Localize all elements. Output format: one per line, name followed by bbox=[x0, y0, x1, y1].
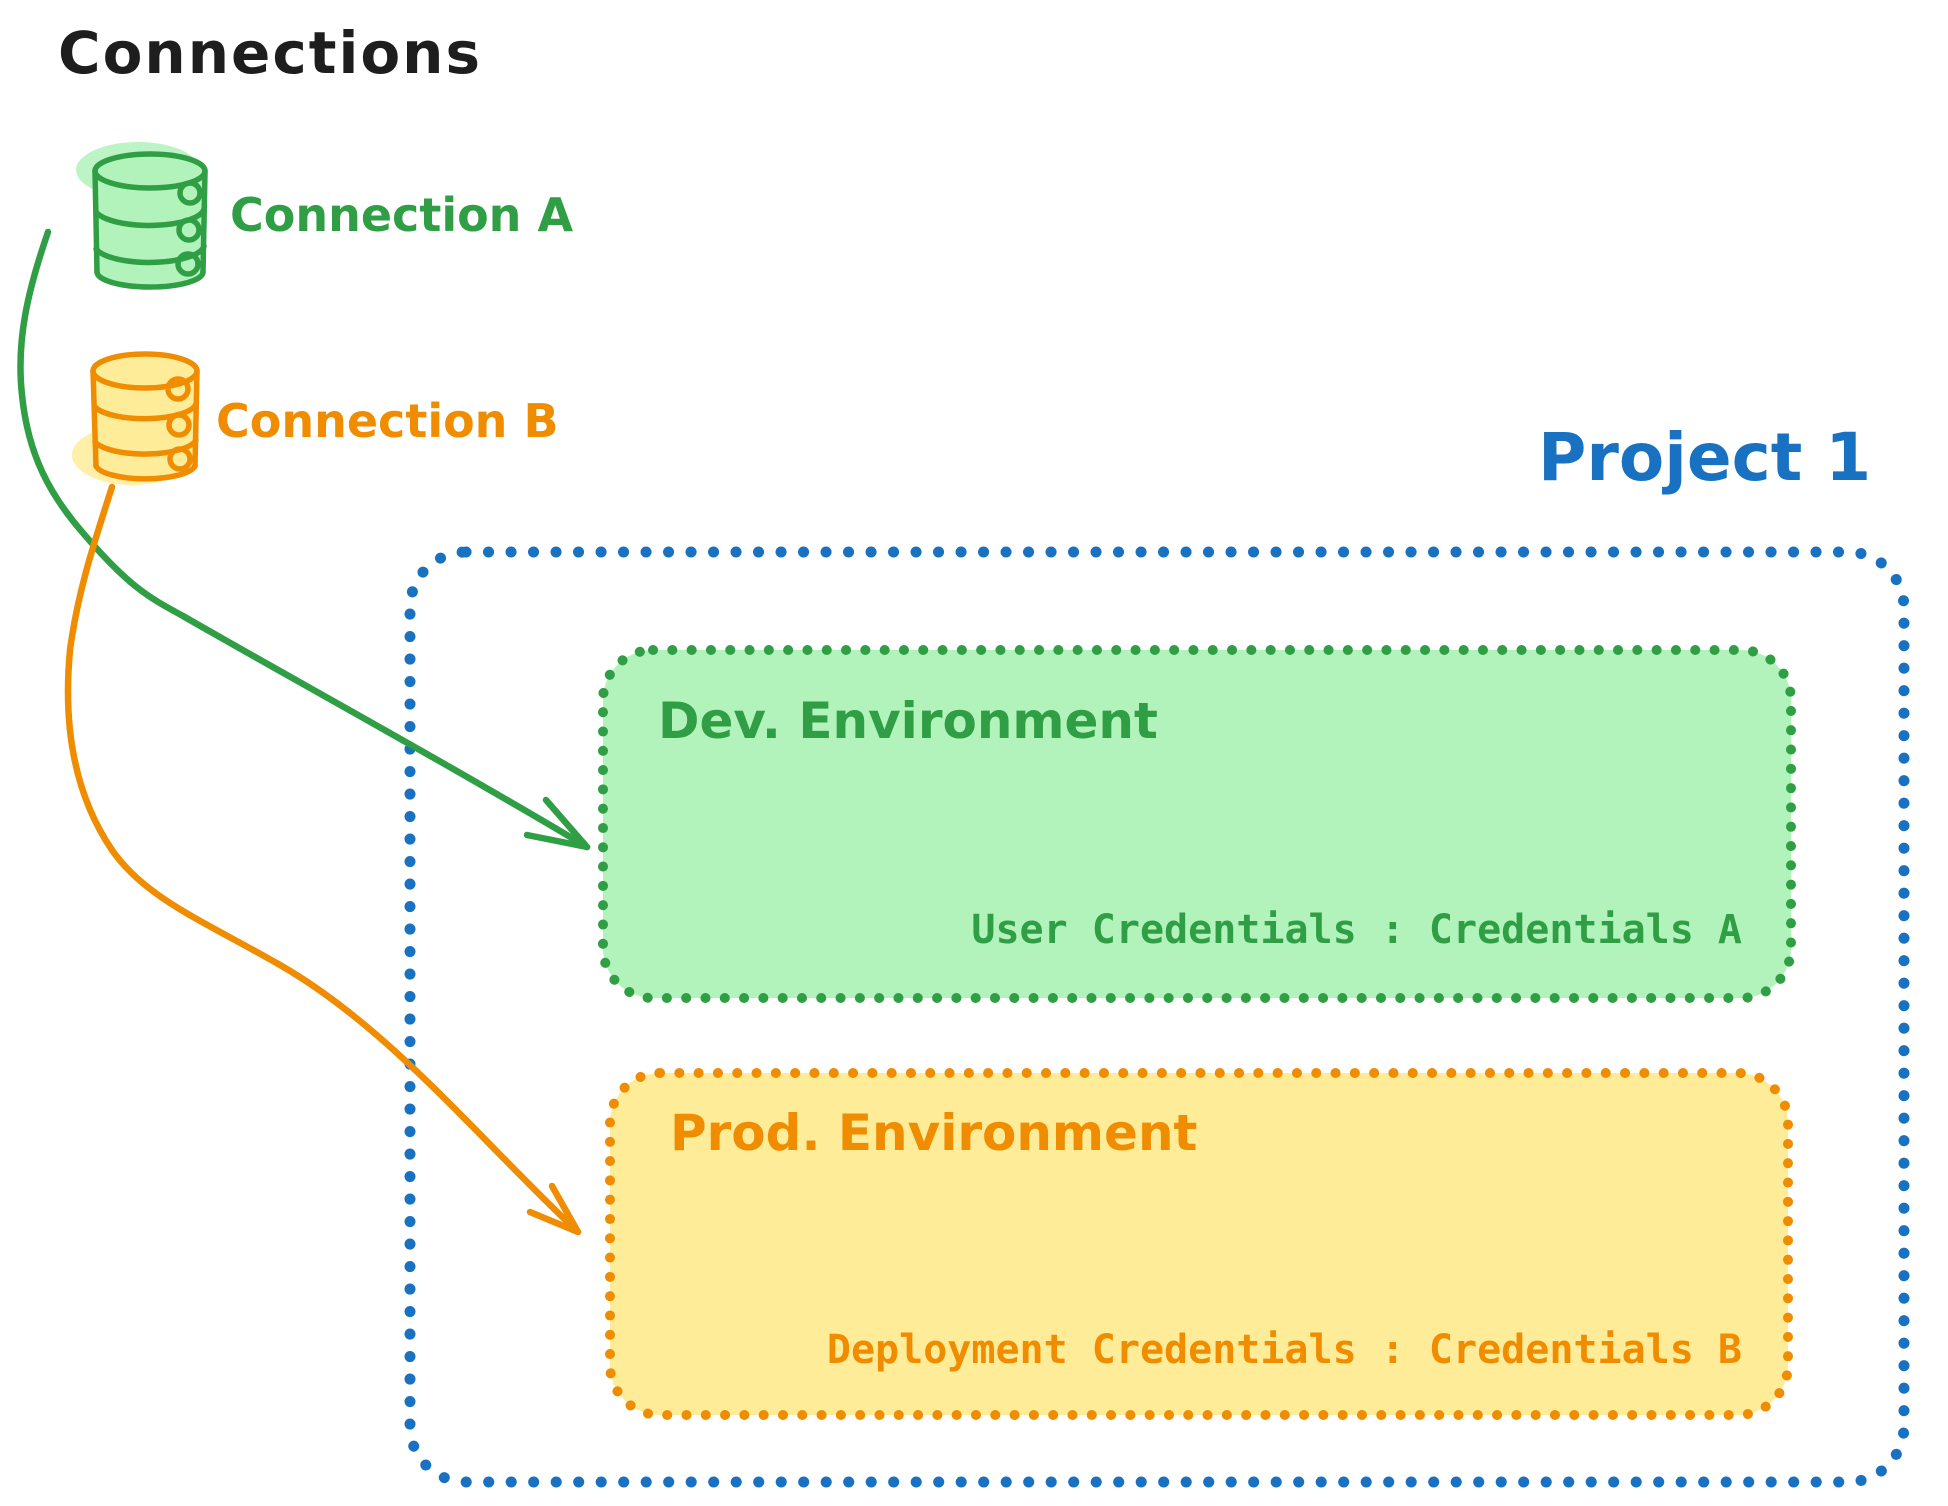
dev-environment-label: Dev. Environment bbox=[658, 692, 1158, 750]
connection-b-arrow bbox=[64, 483, 582, 1236]
arrowhead bbox=[523, 796, 591, 851]
prod-environment-credentials: Deployment Credentials : Credentials B bbox=[826, 1327, 1742, 1373]
prod-environment-box bbox=[605, 1068, 1793, 1420]
connection-a-database-icon bbox=[92, 151, 208, 290]
dev-environment-box bbox=[598, 645, 1796, 1003]
dev-environment-credentials: User Credentials : Credentials A bbox=[971, 907, 1742, 953]
project-1-label: Project 1 bbox=[1538, 419, 1872, 496]
connection-a-label: Connection A bbox=[230, 188, 574, 242]
arrowhead bbox=[526, 1182, 582, 1236]
prod-environment-label: Prod. Environment bbox=[670, 1104, 1198, 1162]
project-1-container-border bbox=[404, 546, 1910, 1488]
connection-a-arrow bbox=[17, 228, 591, 851]
connection-b-label: Connection B bbox=[216, 394, 559, 448]
diagram-title: Connections bbox=[58, 19, 482, 87]
connection-b-database-icon bbox=[90, 351, 200, 482]
